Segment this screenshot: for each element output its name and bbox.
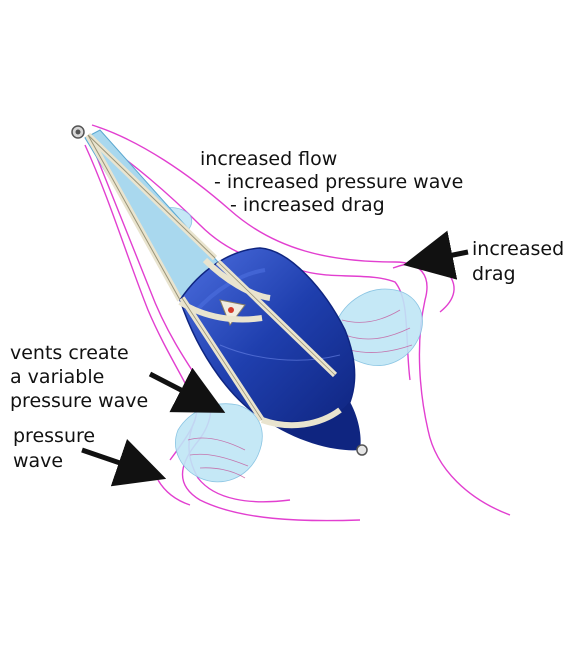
annotation-arrows (81, 230, 469, 487)
label-increased-drag-line1: increased (472, 238, 565, 260)
label-increased-drag-item: - increased drag (230, 194, 385, 216)
label-vents-line3: pressure wave (10, 390, 149, 412)
label-vents-line1: vents create (10, 342, 129, 364)
top-swivel (71, 125, 85, 139)
arrow-increased-drag (403, 230, 469, 280)
label-pressure-wave-line1: pressure (13, 425, 96, 447)
turbulence-streaks (187, 309, 413, 479)
bottom-swivel (356, 444, 368, 456)
label-increased-pressure-wave: - increased pressure wave (214, 171, 464, 193)
label-increased-flow: increased flow (200, 148, 338, 170)
label-pressure-wave-line2: wave (13, 450, 64, 472)
arrow-vents (148, 367, 226, 413)
arrow-pressure-wave (81, 439, 167, 487)
anchor-strap-edges (181, 261, 336, 421)
label-increased-drag-line2: drag (472, 263, 516, 285)
label-vents-line2: a variable (10, 366, 105, 388)
anchor-cone (84, 129, 219, 302)
